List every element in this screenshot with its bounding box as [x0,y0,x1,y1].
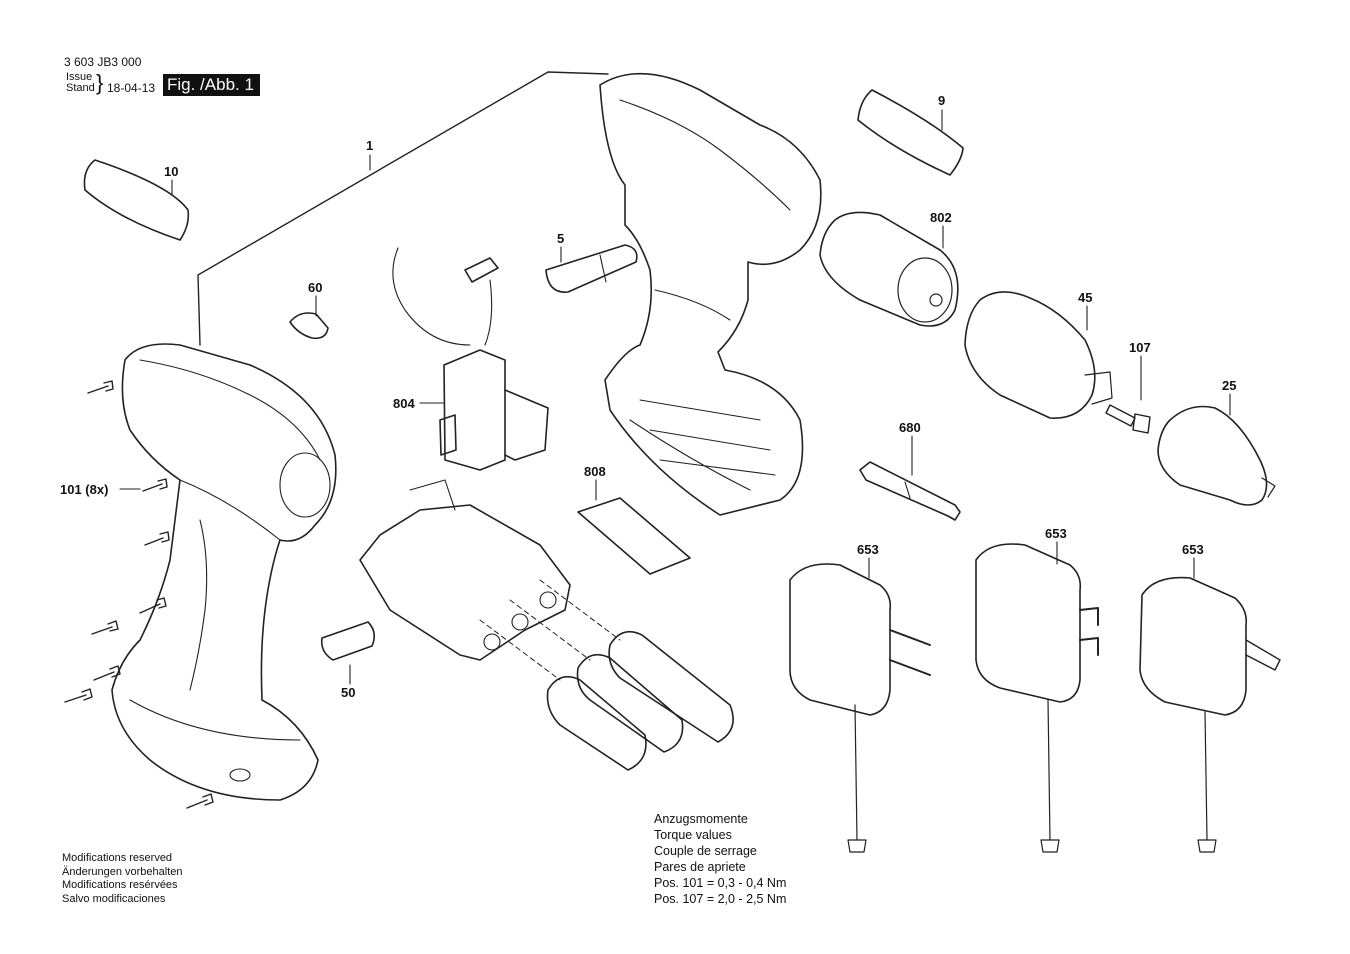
callout-804: 804 [393,396,415,411]
figure-label: Fig. /Abb. 1 [163,74,260,96]
switch-module-part-804 [392,247,549,471]
callout-107: 107 [1129,340,1151,355]
callout-653-eu: 653 [857,542,879,557]
issue-stand-labels: Issue Stand [66,72,95,94]
callout-1: 1 [366,138,373,153]
battery-holder [359,479,571,661]
issue-label: Issue [66,71,93,83]
callout-101: 101 (8x) [60,482,108,497]
direction-slider-part-60 [289,312,329,340]
motor-part-802 [819,211,959,327]
torque-heading-de: Anzugsmomente [654,812,748,826]
torque-heading-fr: Couple de serrage [654,844,757,858]
callout-653-uk: 653 [1182,542,1204,557]
label-part-808 [577,497,691,575]
callout-50: 50 [341,685,355,700]
gearbox-part-45 [964,291,1113,419]
callout-653-us: 653 [1045,526,1067,541]
torque-pos-107: Pos. 107 = 2,0 - 2,5 Nm [654,892,787,906]
brace-glyph: } [96,70,104,95]
charger-us-part-653 [975,543,1099,853]
callout-25: 25 [1222,378,1236,393]
callout-labels: 1 10 9 5 60 802 45 107 25 804 808 680 10… [60,93,1236,700]
modification-notes: Modifications reserved Änderungen vorbeh… [62,852,182,906]
torque-values-block: Anzugsmomente Torque values Couple de se… [654,811,786,907]
screw-group-part-101 [64,380,214,809]
aa-batteries [479,579,734,771]
chuck-part-25 [1157,405,1276,506]
label-strip-part-10 [83,159,190,241]
callout-5: 5 [557,231,564,246]
assembly-leader-line [197,71,609,346]
callout-802: 802 [930,210,952,225]
callout-680: 680 [899,420,921,435]
screwdriver-bit-part-680 [859,461,961,521]
switch-cover-part-5 [545,244,638,293]
left-housing-part-1 [111,343,337,801]
note-es: Salvo modificaciones [62,892,166,905]
stand-label: Stand [66,82,95,94]
document-number: 3 603 JB3 000 [64,55,142,69]
note-de: Änderungen vorbehalten [62,865,183,878]
right-housing-shell [599,72,822,516]
issue-date: 18-04-13 [107,81,156,95]
callout-9: 9 [938,93,945,108]
callout-808: 808 [584,464,606,479]
torque-heading-es: Pares de apriete [654,860,746,874]
charger-uk-part-653 [1139,576,1281,853]
callout-leader-lines [119,109,1231,685]
note-fr: Modifications resérvées [62,879,178,891]
torque-pos-101: Pos. 101 = 0,3 - 0,4 Nm [654,876,787,890]
torque-heading-en: Torque values [654,828,732,842]
callout-60: 60 [308,280,322,295]
callout-10: 10 [164,164,178,179]
label-strip-part-9 [857,89,964,176]
callout-45: 45 [1078,290,1092,305]
charger-eu-part-653 [789,563,931,853]
key-part-50 [320,621,376,661]
chuck-screw-part-107 [1105,404,1151,434]
note-en: Modifications reserved [62,852,173,864]
